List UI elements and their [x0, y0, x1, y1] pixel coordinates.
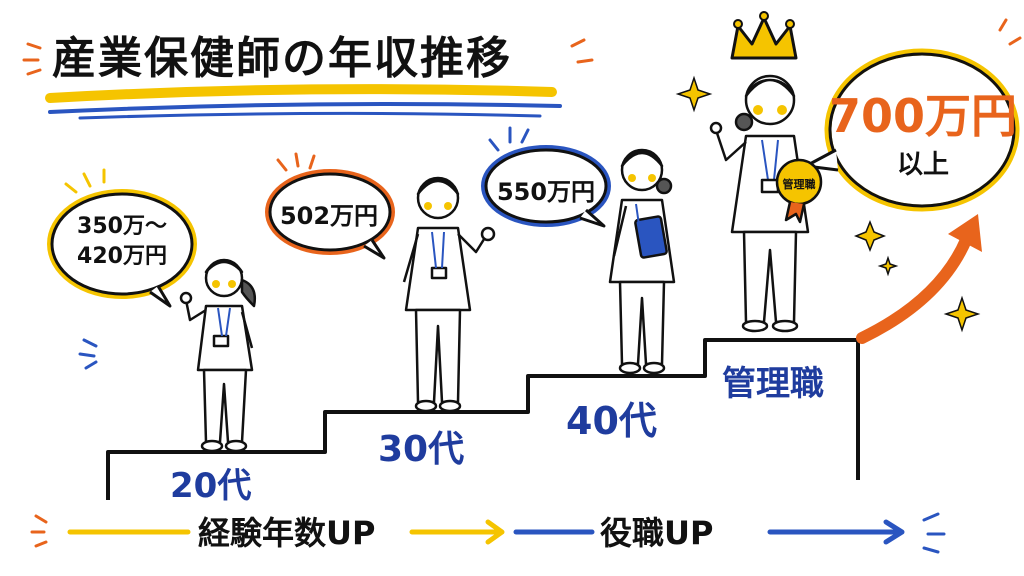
salary-40s: 550万円	[496, 178, 596, 206]
growth-arrow-head-icon	[948, 214, 982, 252]
experience-arrow-head-icon	[409, 519, 505, 545]
salary-20s: 350万～ 420万円	[62, 212, 182, 272]
bubble-40s	[481, 145, 611, 228]
bubble-30s-sparkle-icon	[276, 152, 316, 172]
growth-arrow	[856, 234, 972, 344]
salary-30s: 502万円	[279, 202, 379, 230]
page-title: 産業保健師の年収推移	[52, 33, 512, 84]
star-sparkles-icon	[675, 75, 981, 333]
bubble-30s	[265, 169, 395, 260]
side-dash-icon	[78, 338, 98, 370]
age-label-20s: 20代	[170, 466, 252, 506]
title-underline-blue	[48, 102, 562, 114]
nurse-40s-icon	[608, 148, 676, 375]
position-up-label: 役職UP	[600, 514, 714, 552]
salary-manager: 700万円	[828, 89, 1018, 143]
experience-up-label: 経験年数UP	[198, 514, 376, 552]
bottom-left-sparkle-icon	[30, 514, 48, 548]
age-label-manager: 管理職	[722, 364, 824, 404]
bubble-manager-sparkle-icon	[998, 18, 1022, 46]
salary-manager-sub: 以上	[896, 150, 949, 180]
title-sparkle-icon	[22, 38, 594, 76]
age-label-30s: 30代	[378, 429, 465, 470]
bubble-20s-sparkle-icon	[64, 168, 106, 194]
nurse-30s-icon	[402, 176, 496, 413]
nurse-20s-icon	[179, 258, 256, 453]
bubble-20s	[47, 189, 197, 308]
title-underline-blue-2	[78, 111, 542, 120]
bubble-40s-sparkle-icon	[488, 126, 530, 152]
position-arrow-head-icon	[767, 519, 905, 545]
nurse-manager-icon	[709, 74, 823, 333]
title-underline-yellow	[45, 84, 557, 103]
age-label-40s: 40代	[566, 399, 657, 443]
manager-badge-label: 管理職	[782, 178, 816, 191]
salary-20s-line2: 420万円	[77, 244, 167, 269]
salary-20s-line1: 350万～	[77, 214, 167, 239]
staircase	[106, 338, 860, 500]
crown-icon	[730, 11, 798, 60]
bottom-right-sparkle-icon	[922, 512, 946, 554]
